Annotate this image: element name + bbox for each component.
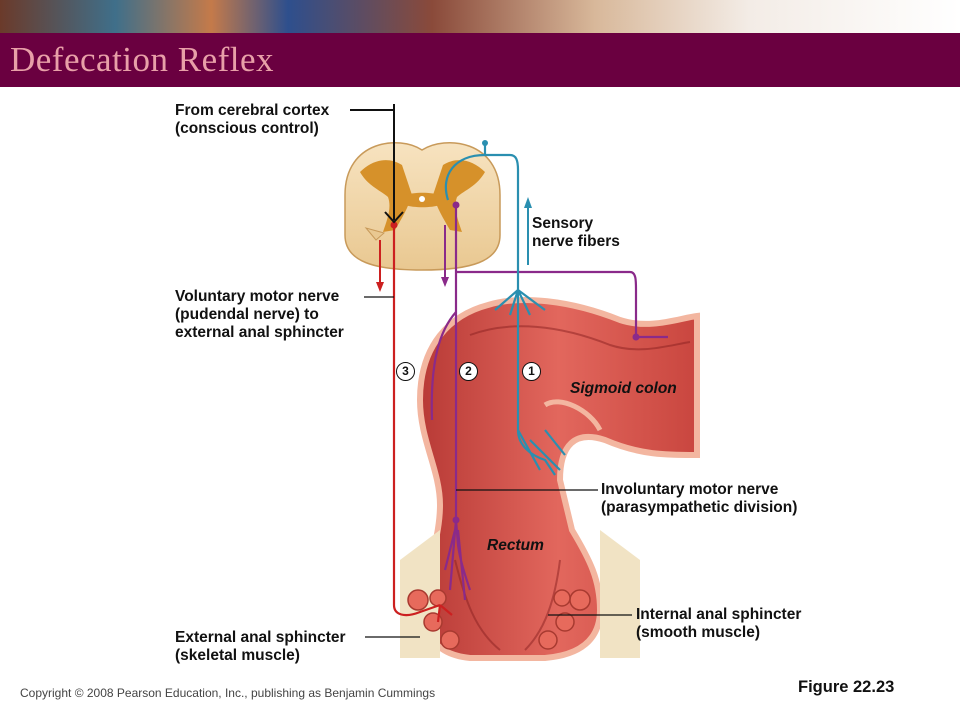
cortex-tract (350, 104, 404, 224)
step-3-marker: 3 (396, 362, 415, 381)
voluntary-label-line-1: Voluntary motor nerve (175, 288, 340, 305)
spinal-cord (344, 142, 501, 271)
sigmoid-colon-label: Sigmoid colon (570, 380, 677, 397)
anal-sphincter-tissue (400, 530, 640, 658)
figure-number: Figure 22.23 (798, 678, 895, 696)
sensory-nerve (444, 140, 566, 476)
cortex-label-line-1: From cerebral cortex (175, 102, 330, 119)
sensory-label: Sensory nerve fibers (532, 215, 620, 251)
voluntary-motor-nerve (376, 221, 453, 623)
external-label-line-2: (skeletal muscle) (175, 647, 300, 664)
external-sphincter-label: External anal sphincter (skeletal muscle… (175, 629, 346, 665)
cortex-label: From cerebral cortex (conscious control) (175, 102, 329, 138)
leader-lines (364, 296, 632, 638)
step-2-marker: 2 (459, 362, 478, 381)
defecation-reflex-diagram (344, 104, 700, 661)
rectum-label: Rectum (487, 537, 544, 554)
involuntary-label-line-2: (parasympathetic division) (601, 499, 798, 516)
voluntary-label-line-3: external anal sphincter (175, 324, 344, 341)
internal-label-line-2: (smooth muscle) (636, 624, 761, 641)
copyright-notice: Copyright © 2008 Pearson Education, Inc.… (20, 686, 436, 700)
header-banner-art (0, 0, 960, 33)
involuntary-motor-label: Involuntary motor nerve (parasympathetic… (601, 481, 797, 517)
internal-label-line-1: Internal anal sphincter (636, 606, 802, 623)
involuntary-label-line-1: Involuntary motor nerve (601, 481, 779, 498)
slide-title: Defecation Reflex (10, 40, 275, 79)
voluntary-motor-label: Voluntary motor nerve (pudendal nerve) t… (175, 288, 344, 342)
external-label-line-1: External anal sphincter (175, 629, 346, 646)
step-1-marker: 1 (522, 362, 541, 381)
cortex-label-line-2: (conscious control) (175, 120, 319, 137)
sensory-label-line-2: nerve fibers (532, 233, 620, 250)
title-bar (0, 33, 960, 87)
parasympathetic-nerve (430, 201, 668, 601)
internal-sphincter-label: Internal anal sphincter (smooth muscle) (636, 606, 801, 642)
voluntary-label-line-2: (pudendal nerve) to (175, 306, 319, 323)
sensory-label-line-1: Sensory (532, 215, 594, 232)
